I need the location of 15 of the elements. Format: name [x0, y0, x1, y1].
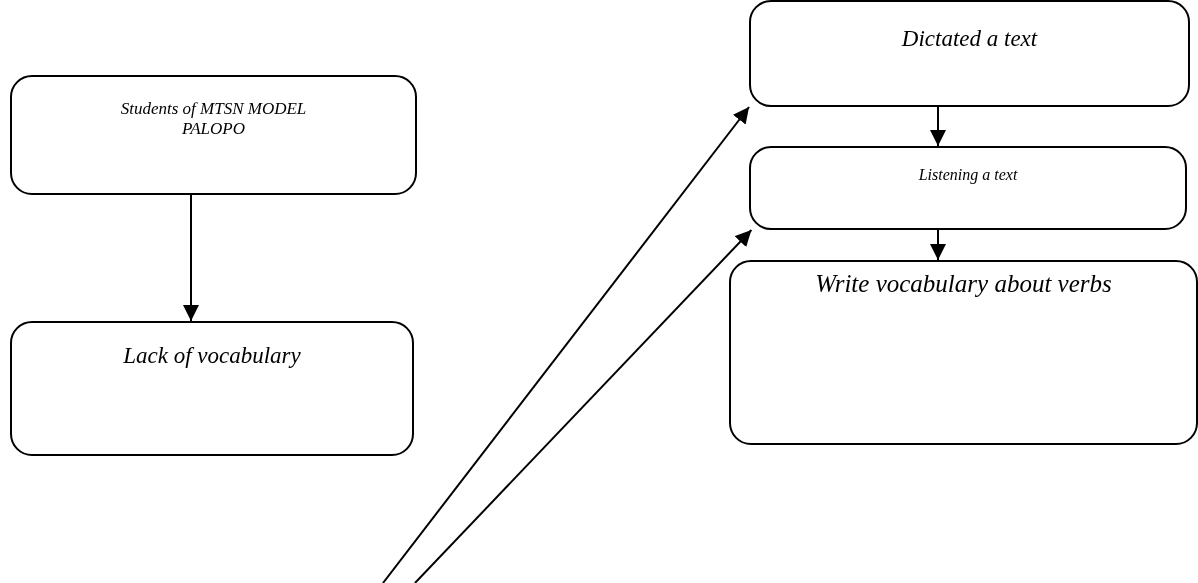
- rounded-box: [749, 0, 1190, 107]
- arrow: [183, 194, 199, 322]
- rounded-box: [749, 146, 1187, 230]
- rounded-box: [729, 260, 1198, 445]
- box-label: Lack of vocabulary: [122, 343, 302, 369]
- arrow: [414, 229, 753, 583]
- arrow: [930, 229, 946, 261]
- box-label: Dictated a text: [900, 26, 1039, 52]
- arrow: [930, 106, 946, 147]
- rounded-box: [10, 75, 417, 195]
- box-label: Students of MTSN MODEL PALOPO: [119, 99, 308, 139]
- box-label: Listening a text: [917, 166, 1019, 184]
- arrow: [382, 106, 751, 583]
- rounded-box: [10, 321, 414, 456]
- box-label: Write vocabulary about verbs: [814, 270, 1113, 298]
